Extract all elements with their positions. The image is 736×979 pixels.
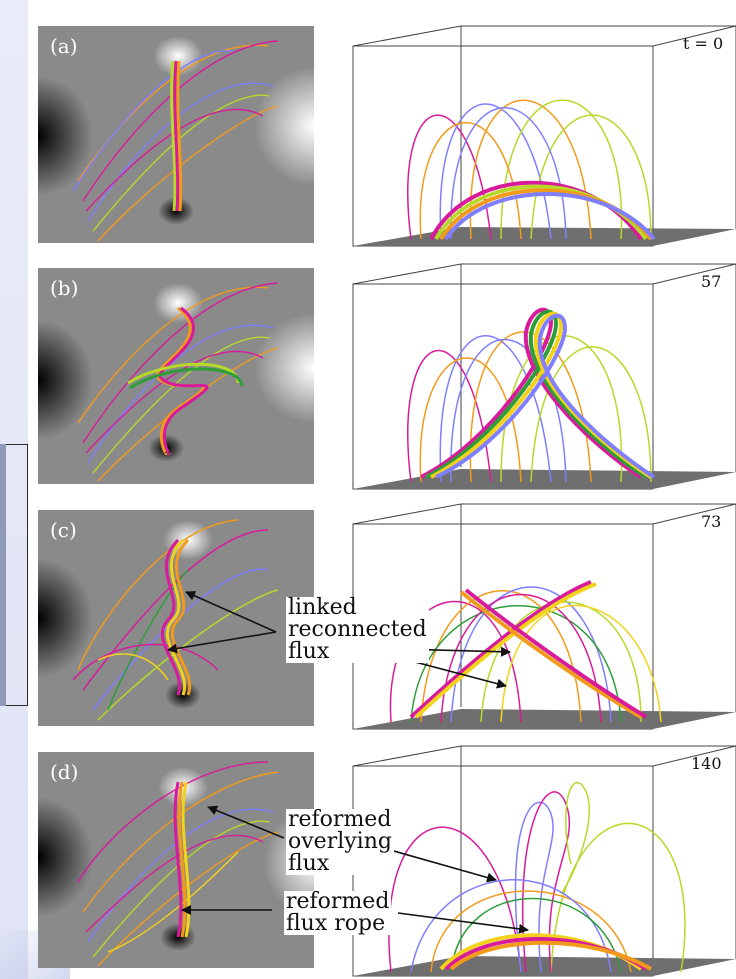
annotation-c-line-3: flux	[288, 639, 330, 664]
annotation-d-top-line-3: flux	[288, 851, 330, 876]
annotation-c-line-1: linked	[288, 595, 357, 620]
panel-d-3d-box: 140	[351, 744, 736, 979]
panel-b-3d-box: 57	[351, 262, 736, 494]
panel-c-3d-box: 73	[351, 502, 736, 734]
panel-a-magnetogram: (a)	[38, 26, 314, 243]
annotation-flux-rope: reformed flux rope	[284, 889, 392, 936]
side-frame	[0, 444, 28, 706]
panel-b-label: (b)	[50, 276, 79, 300]
side-bar	[0, 444, 6, 706]
panel-c-magnetogram: (c)	[38, 510, 314, 726]
panel-d-label: (d)	[50, 760, 79, 784]
panel-d-magnetogram: (d)	[38, 752, 314, 968]
panel-a-label: (a)	[50, 34, 78, 58]
annotation-overlying: reformed overlying flux	[286, 809, 394, 875]
panel-d-time: 140	[691, 754, 722, 773]
annotation-d-bottom-line-2: flux rope	[286, 911, 386, 936]
annotation-d-bottom-line-1: reformed	[286, 889, 390, 914]
panel-b-time: 57	[701, 272, 722, 291]
panel-c-label: (c)	[50, 518, 77, 542]
panel-a-3d-box: t = 0	[351, 24, 736, 252]
panel-a-time: t = 0	[683, 34, 724, 53]
annotation-d-top-line-2: overlying	[288, 829, 392, 854]
annotation-c-line-2: reconnected	[288, 617, 427, 642]
panel-c-time: 73	[701, 512, 722, 531]
panel-b-magnetogram: (b)	[38, 268, 314, 484]
annotation-d-top-line-1: reformed	[288, 807, 392, 832]
annotation-linked: linked reconnected flux	[286, 597, 429, 663]
